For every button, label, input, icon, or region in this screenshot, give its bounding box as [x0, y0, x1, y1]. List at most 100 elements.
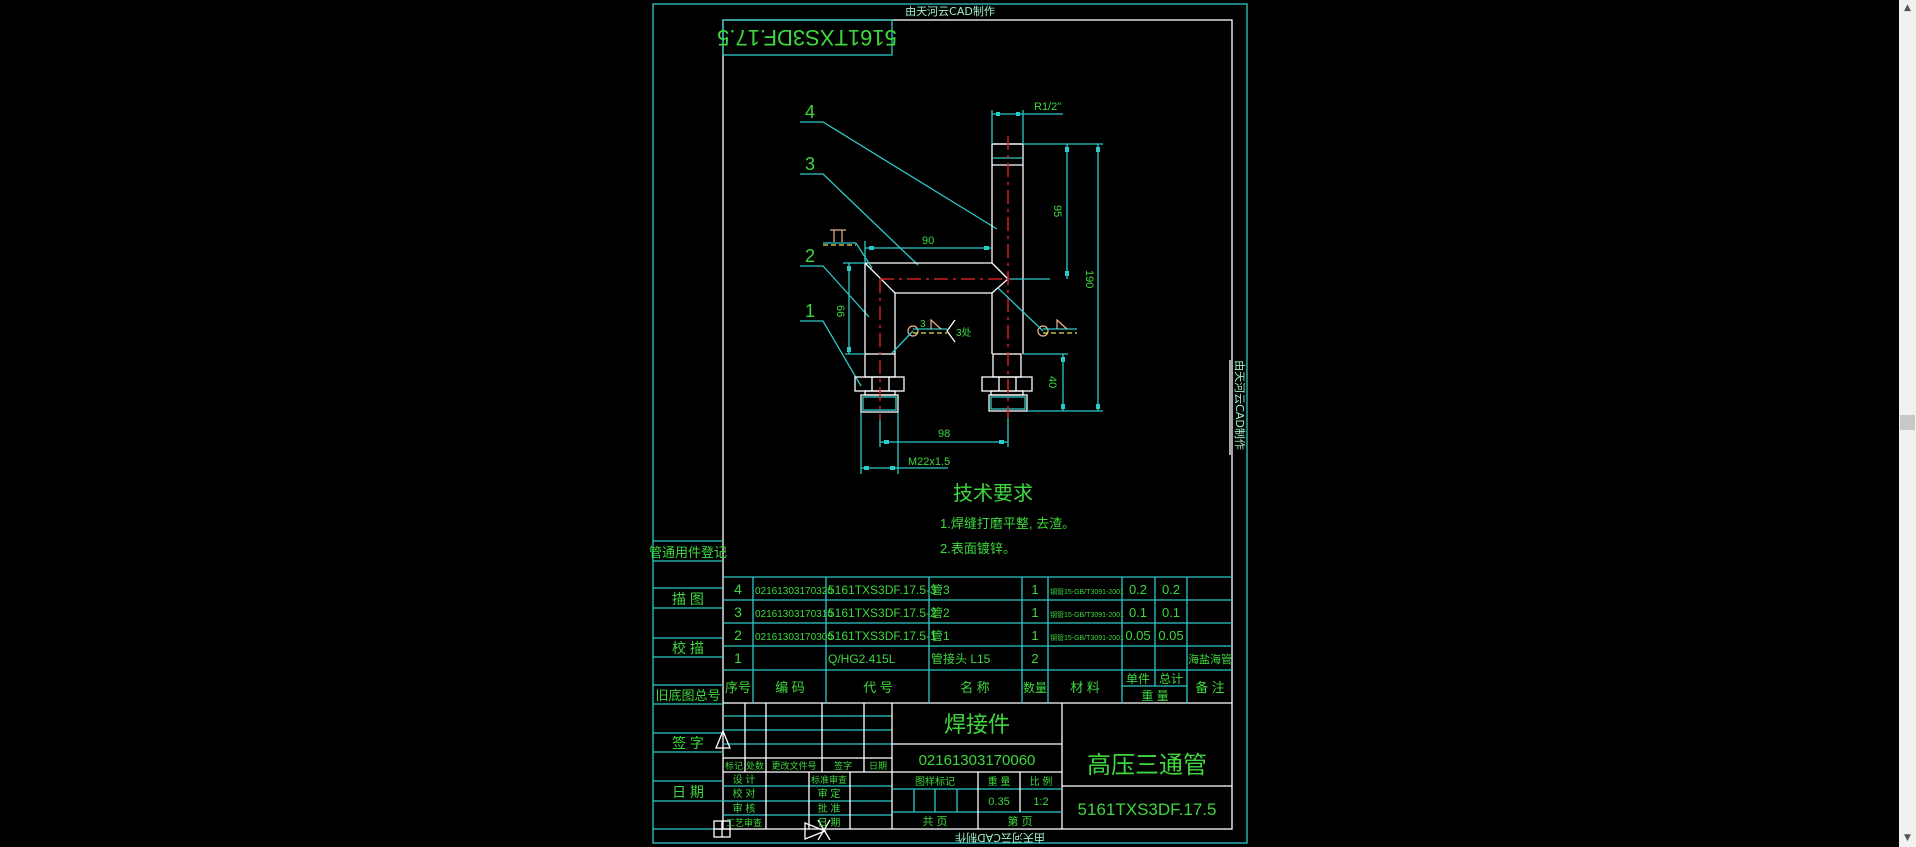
cell-name: 管1 — [931, 628, 950, 643]
cell-total: 0.2 — [1162, 582, 1180, 597]
header-material: 材 料 — [1070, 680, 1100, 695]
dim-r12: R1/2" — [1034, 101, 1061, 113]
cell-no: 1 — [734, 650, 742, 666]
upside-drawing-code: 5161TXS3DF.17.5 — [717, 25, 897, 50]
cell-no: 4 — [734, 581, 742, 597]
part-name: 高压三通管 — [1087, 752, 1207, 779]
drawing-code: 5161TXS3DF.17.5 — [1078, 800, 1217, 819]
cell-total: 0.05 — [1158, 628, 1183, 643]
cell-material: 钢管15-GB/T3091-2001 — [1050, 610, 1124, 619]
role-label: 标准审查 — [811, 774, 847, 785]
left-label: 签 字 — [672, 735, 704, 751]
scale-value: 1:2 — [1033, 796, 1048, 808]
scale-label: 比 例 — [1030, 775, 1053, 788]
sheet-number: 第 页 — [1007, 814, 1032, 828]
dim-m22: M22x1.5 — [908, 456, 950, 468]
rev-header: 处数 — [746, 760, 764, 771]
rev-header: 更改文件号 — [771, 760, 816, 771]
cell-no: 3 — [734, 604, 742, 620]
weld-size: 3 — [920, 319, 926, 330]
scroll-down-icon[interactable]: ▼ — [1904, 833, 1911, 843]
left-label: 管通用件登记 — [649, 545, 727, 560]
leader-label: 1 — [805, 301, 815, 321]
part-number: 02161303170060 — [919, 752, 1036, 769]
dim-95: 95 — [1051, 205, 1063, 217]
cell-qty: 1 — [1031, 582, 1038, 597]
cell-total: 0.1 — [1162, 605, 1180, 620]
cell-qty: 2 — [1031, 651, 1038, 666]
left-label: 日 期 — [672, 784, 704, 800]
rev-header: 标记 — [725, 760, 743, 771]
scroll-thumb[interactable] — [1900, 415, 1915, 430]
cell-no: 2 — [734, 627, 742, 643]
cell-name: 管2 — [931, 605, 950, 620]
header-no: 序号 — [725, 680, 751, 695]
outer-frame — [652, 3, 1248, 844]
scroll-up-icon[interactable]: ▲ — [1904, 3, 1911, 13]
left-column: 管通用件登记 描 图 校 描 旧底图总号 签 字 日 期 — [649, 540, 727, 830]
header-qty: 数量 — [1023, 680, 1047, 695]
upside-code-box — [722, 19, 893, 56]
cell-unit: 0.05 — [1125, 628, 1150, 643]
watermark-bottom: 由天河云CAD制作 — [955, 831, 1045, 845]
cell-qty: 1 — [1031, 605, 1038, 620]
cell-name: 管3 — [931, 582, 950, 597]
leader-label: 3 — [805, 154, 815, 174]
tech-line-2: 2.表面镀锌。 — [940, 541, 1016, 556]
leader-label: 4 — [805, 102, 815, 122]
role-label: 日 期 — [818, 817, 841, 829]
role-label: 设 计 — [733, 773, 756, 786]
cell-note: 海盐海管 — [1188, 652, 1232, 666]
cell-drawing: 5161TXS3DF.17.5-3 — [828, 583, 937, 597]
rev-header: 日期 — [869, 761, 887, 771]
leader-label: 2 — [805, 246, 815, 266]
table-row: 1 Q/HG2.415L 管接头 L15 2 海盐海管 — [734, 650, 1232, 666]
cell-drawing: 5161TXS3DF.17.5-1 — [828, 629, 937, 643]
title-block: 标记 处数 更改文件号 签字 日期 设 计 校 对 审 核 工艺审查 标准审查 … — [713, 703, 1232, 841]
header-code: 编 码 — [775, 680, 805, 695]
watermark-right: 由天河云CAD制作 — [1233, 360, 1247, 450]
dim-90: 90 — [922, 235, 934, 247]
role-label: 校 对 — [733, 787, 756, 800]
role-label: 批 准 — [818, 802, 841, 815]
role-label: 审 定 — [818, 787, 841, 800]
header-total: 总计 — [1159, 672, 1183, 686]
header-name: 名 称 — [960, 680, 990, 695]
weight-label: 重 量 — [988, 775, 1011, 788]
cell-code: 02161303170320 — [755, 586, 833, 597]
tech-title: 技术要求 — [953, 482, 1033, 505]
cell-qty: 1 — [1031, 628, 1038, 643]
cell-material: 钢管15-GB/T3091-2001 — [1050, 633, 1124, 642]
watermark-top: 由天河云CAD制作 — [905, 4, 995, 18]
left-label: 描 图 — [672, 591, 704, 607]
dim-40: 40 — [1046, 376, 1058, 388]
cell-code: 02161303170310 — [755, 609, 833, 620]
part-type: 焊接件 — [944, 712, 1010, 737]
dim-66: 66 — [834, 305, 846, 317]
cell-unit: 0.2 — [1129, 582, 1147, 597]
cell-drawing: 5161TXS3DF.17.5-2 — [828, 606, 937, 620]
total-sheets: 共 页 — [922, 815, 947, 828]
dim-98: 98 — [938, 428, 950, 440]
role-label: 审 核 — [733, 802, 756, 815]
weld-count: 3处 — [956, 327, 972, 339]
cell-code: 02161303170300 — [755, 632, 833, 643]
header-note: 备 注 — [1195, 680, 1225, 695]
cell-name: 管接头 L15 — [931, 651, 991, 666]
left-label: 校 描 — [672, 640, 704, 656]
mark-label: 图样标记 — [915, 775, 955, 788]
tech-line-1: 1.焊缝打磨平整, 去渣。 — [940, 516, 1075, 531]
left-label: 旧底图总号 — [655, 688, 720, 703]
vertical-scrollbar[interactable]: ▲ ▼ — [1899, 0, 1916, 847]
cell-material: 钢管15-GB/T3091-2001 — [1050, 587, 1124, 596]
cell-drawing: Q/HG2.415L — [828, 652, 896, 666]
header-drawing: 代 号 — [863, 680, 893, 695]
role-label: 工艺审查 — [726, 817, 762, 828]
inner-frame — [722, 19, 1233, 830]
rev-header: 签字 — [834, 760, 852, 771]
